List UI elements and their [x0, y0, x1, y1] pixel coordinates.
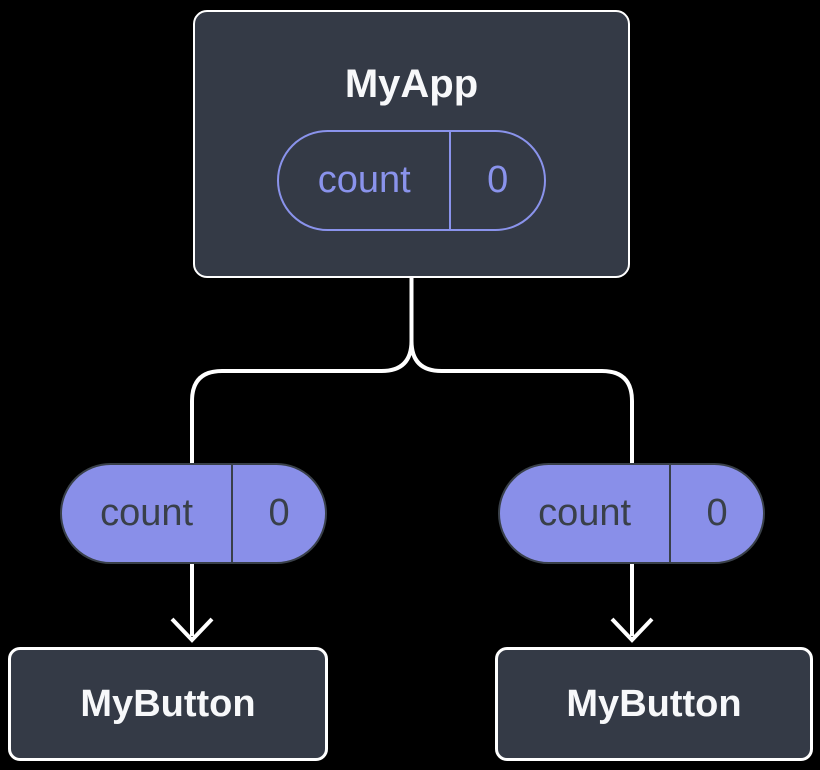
connector-right-branch — [409, 340, 634, 636]
connector-left-branch — [190, 340, 414, 636]
prop-value: 0 — [706, 492, 728, 534]
prop-name: count — [62, 465, 234, 562]
arrow-down-icon — [170, 617, 214, 643]
component-node-mybutton: MyButton — [495, 647, 813, 761]
component-node-mybutton: MyButton — [8, 647, 328, 761]
state-pill: count 0 — [277, 130, 546, 231]
component-label: MyButton — [80, 682, 256, 725]
state-value: 0 — [487, 159, 509, 201]
component-label: MyButton — [566, 682, 742, 725]
prop-pill: count 0 — [60, 463, 327, 564]
prop-value: 0 — [268, 492, 290, 534]
state-name: count — [279, 132, 452, 229]
arrow-down-icon — [610, 617, 654, 643]
prop-pill: count 0 — [498, 463, 765, 564]
component-node-myapp: MyApp count 0 — [193, 10, 630, 278]
component-label: MyApp — [344, 62, 479, 106]
prop-name: count — [500, 465, 672, 562]
